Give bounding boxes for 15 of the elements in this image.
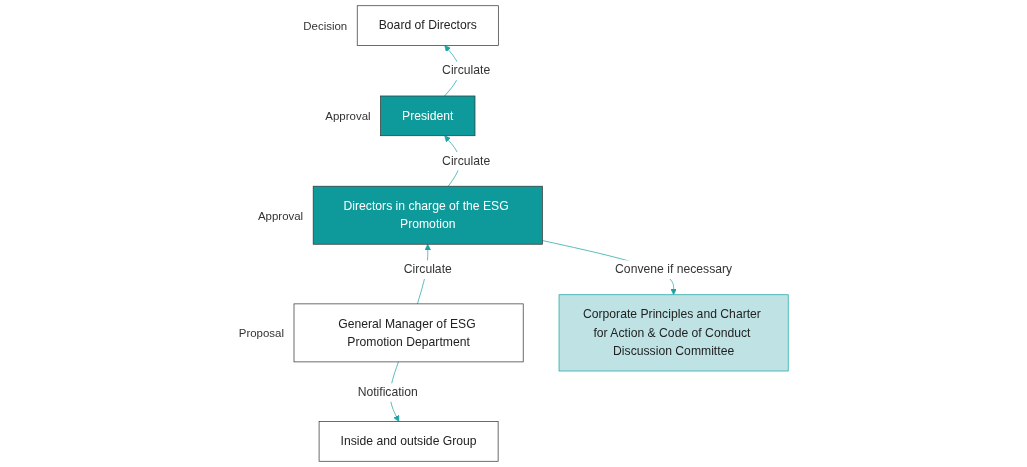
- node-box: General Manager of ESG Promotion Department: [293, 303, 524, 363]
- node-box: Board of Directors: [356, 5, 499, 46]
- edge-label: Convene if necessary: [615, 262, 733, 277]
- node-box: Corporate Principles and Charter for Action & Code of Conduct Discussion Committee: [558, 294, 789, 372]
- node-box: President: [380, 95, 476, 137]
- edge-label: Notification: [357, 385, 418, 399]
- edge-label: Circulate: [403, 262, 452, 277]
- edge-label: Circulate: [442, 63, 491, 78]
- node-box: Directors in charge of the ESG Promotion: [312, 185, 543, 245]
- edge-label: Circulate: [442, 154, 491, 168]
- node-box: Inside and outside Group: [318, 421, 499, 462]
- stage-label: Decision: [303, 19, 348, 32]
- stage-label: Approval: [257, 209, 304, 222]
- stage-label: Proposal: [238, 327, 284, 340]
- stage-label: Approval: [325, 110, 371, 123]
